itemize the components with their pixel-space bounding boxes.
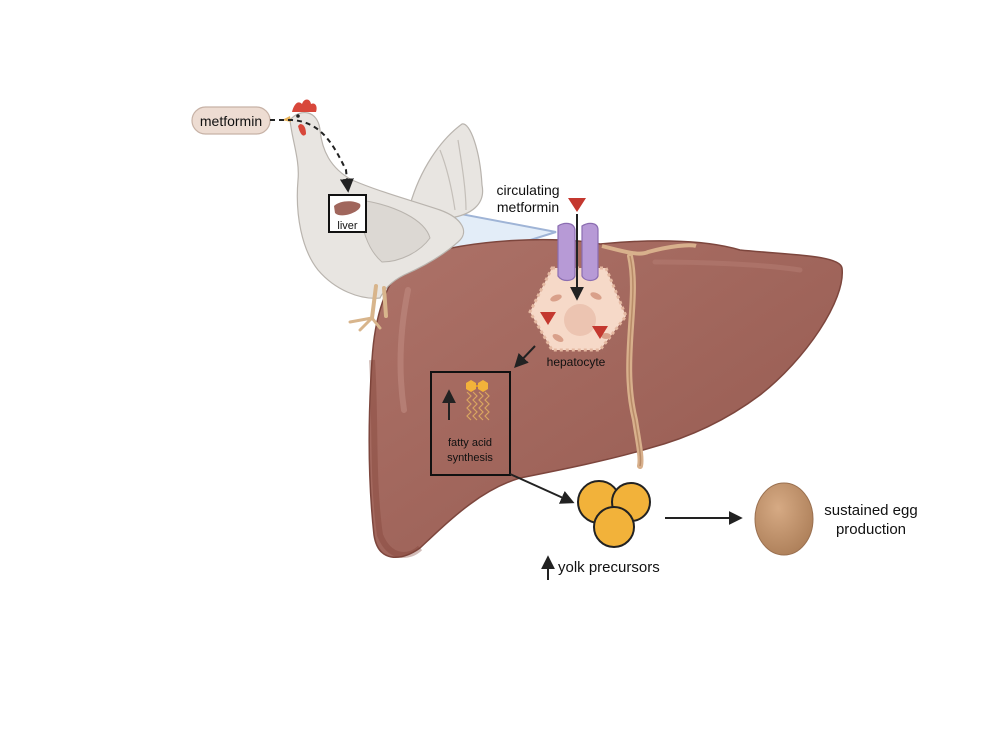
yolk-precursors-label: yolk precursors — [558, 559, 660, 576]
metformin-molecule-icon — [540, 312, 556, 325]
hepatocyte-to-synthesis-arrow — [514, 345, 536, 369]
metformin-molecule-icon — [568, 198, 586, 212]
liver-box-label: liver — [337, 220, 358, 232]
chicken-icon — [282, 99, 484, 332]
fatty-acid-chain-icon — [466, 380, 490, 421]
egg-icon — [754, 482, 814, 556]
egg-label-line1: sustained egg — [824, 502, 917, 519]
metformin-pill-label: metformin — [200, 113, 262, 129]
fatty-acid-synthesis-box: fatty acid synthesis — [430, 371, 511, 476]
small-liver-icon — [334, 201, 361, 216]
chicken-liver-box: liver — [328, 194, 367, 233]
hepatocyte-label: hepatocyte — [547, 355, 606, 369]
fatty-acid-label-line2: synthesis — [447, 452, 493, 464]
hepatocyte-cell-icon — [528, 266, 628, 352]
fatty-acid-label-line1: fatty acid — [448, 437, 492, 449]
circulating-label-line2: metformin — [497, 199, 559, 215]
membrane-transporter-icon — [557, 222, 599, 282]
liver-organ-icon — [368, 238, 843, 558]
egg-label-line2: production — [836, 521, 906, 538]
circulating-label-line1: circulating — [496, 182, 559, 198]
synthesis-to-yolk-arrow — [509, 473, 575, 504]
yolk-precursor-spheres-icon — [577, 480, 651, 548]
metformin-pill: metformin — [191, 106, 271, 135]
metformin-molecule-icon — [592, 326, 608, 339]
